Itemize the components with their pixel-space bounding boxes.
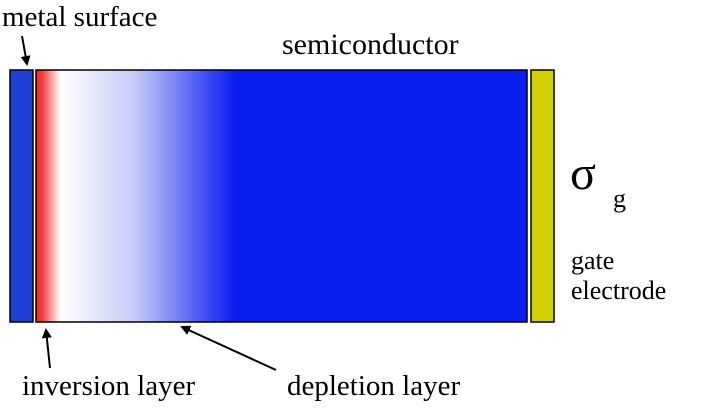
semiconductor-block	[35, 69, 528, 323]
gate-label-line2: electrode	[571, 276, 667, 306]
depletion-layer-arrow	[180, 325, 277, 371]
inversion-layer-label: inversion layer	[22, 370, 196, 402]
gate-electrode-label: gate electrode	[571, 246, 666, 306]
semiconductor-label: semiconductor	[282, 28, 459, 61]
metal-surface-label: metal surface	[2, 1, 158, 33]
inversion-layer-arrow	[41, 328, 52, 369]
metal-surface-block	[9, 69, 34, 323]
gate-electrode-block	[530, 69, 555, 323]
depletion-layer-label: depletion layer	[287, 370, 461, 402]
metal-surface-arrow	[20, 35, 31, 66]
sigma-subscript: g	[613, 184, 626, 213]
sigma-symbol: σ	[570, 147, 596, 200]
gate-label-line1: gate	[571, 246, 615, 275]
